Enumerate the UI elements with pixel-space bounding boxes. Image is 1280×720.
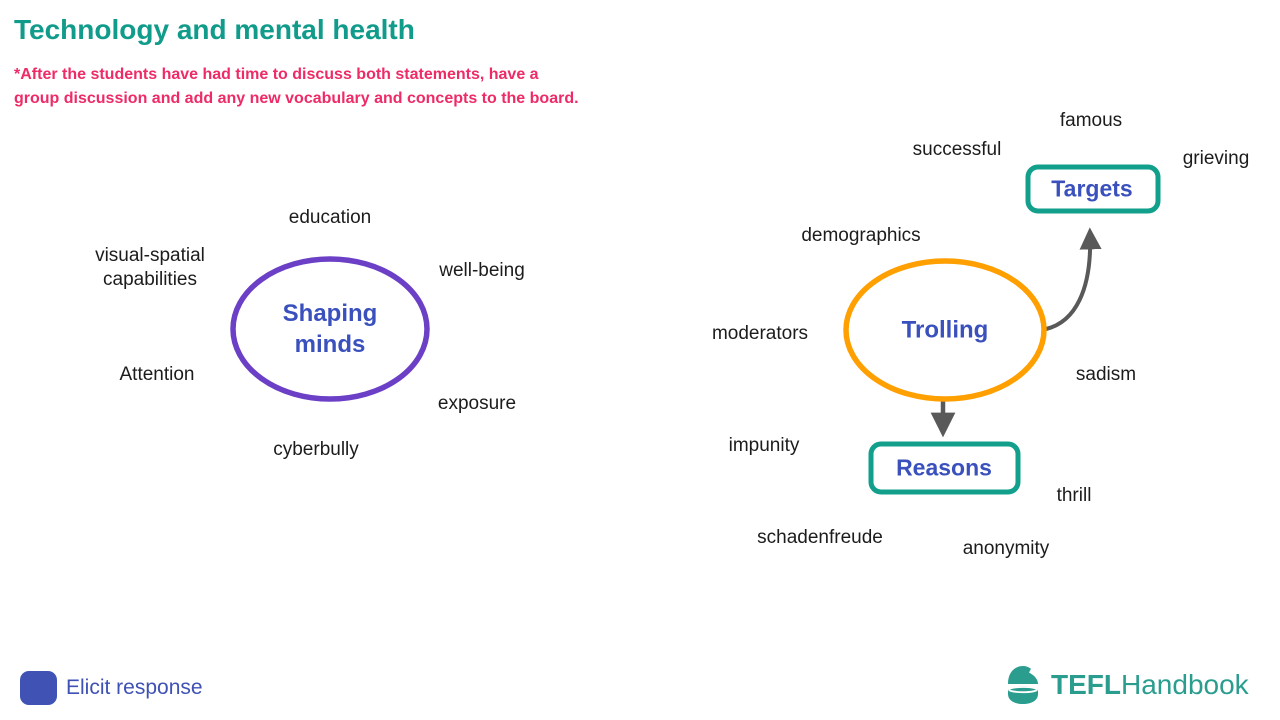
keyword-well-being: well-being <box>439 260 525 281</box>
page-title: Technology and mental health <box>14 14 415 45</box>
reasons-box <box>868 441 1021 495</box>
keyword-anonymity: anonymity <box>962 538 1050 559</box>
logo-handbook-text: Handbook <box>1121 669 1249 700</box>
keyword-exposure: exposure <box>437 393 517 414</box>
keyword-grieving: grieving <box>1182 148 1250 169</box>
teacher-note: *After the students have had time to dis… <box>14 63 579 111</box>
teacher-note-line1: *After the students have had time to dis… <box>14 66 539 83</box>
shaping-minds-label: Shaping minds <box>282 299 378 358</box>
keyword-famous: famous <box>1059 110 1123 131</box>
keyword-education: education <box>288 207 372 228</box>
shaping-minds-ellipse <box>230 256 430 402</box>
keyword-successful: successful <box>912 139 1002 160</box>
targets-box <box>1025 164 1161 214</box>
keyword-schadenfreude: schadenfreude <box>757 527 883 548</box>
tefl-handbook-logo-text: TEFLHandbook <box>1051 669 1249 701</box>
keyword-thrill: thrill <box>1056 485 1092 506</box>
trolling-ellipse <box>843 258 1047 402</box>
keyword-visual-spatial-capabilities: visual-spatial capabilities <box>95 244 205 290</box>
teacher-note-line2: group discussion and add any new vocabul… <box>14 90 579 107</box>
keyword-sadism: sadism <box>1075 364 1137 385</box>
trolling-label: Trolling <box>901 316 989 344</box>
keyword-moderators: moderators <box>711 323 809 344</box>
elicit-response-label: Elicit response <box>66 676 203 699</box>
arrow-trolling-to-targets <box>1045 227 1102 331</box>
elicit-response-icon <box>20 671 57 705</box>
keyword-cyberbully: cyberbully <box>273 439 359 460</box>
logo-tefl-text: TEFL <box>1051 669 1121 700</box>
tefl-handbook-logo: TEFLHandbook <box>1002 662 1249 708</box>
reasons-label: Reasons <box>896 454 992 481</box>
keyword-impunity: impunity <box>728 435 800 456</box>
tefl-handbook-logo-icon <box>1002 663 1044 707</box>
targets-label: Targets <box>1051 175 1133 202</box>
keyword-attention: Attention <box>119 364 195 385</box>
keyword-demographics: demographics <box>801 225 921 246</box>
